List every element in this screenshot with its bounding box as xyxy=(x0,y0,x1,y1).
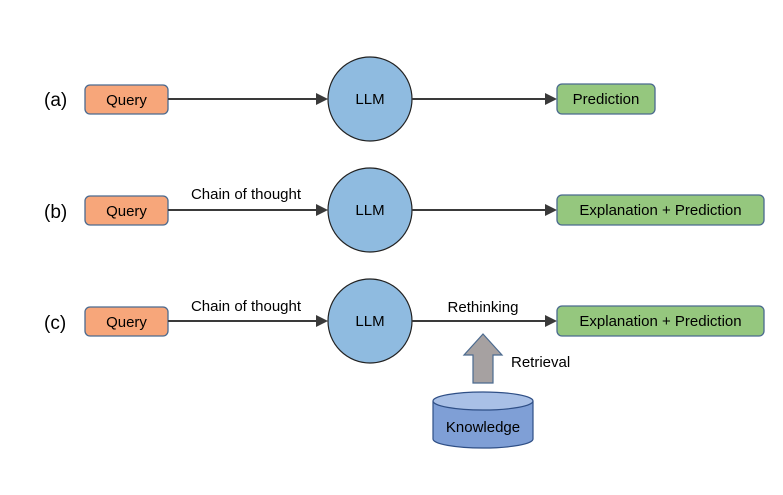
arrowhead-icon xyxy=(545,315,557,327)
llm-text-b: LLM xyxy=(355,202,384,219)
output-box-c xyxy=(556,305,765,337)
row-label-b: (b) xyxy=(44,202,67,223)
knowledge-label: Knowledge xyxy=(446,419,520,436)
row-a: (a) Query LLM Prediction xyxy=(44,56,656,142)
row-label-c: (c) xyxy=(44,313,66,334)
row-c: (c) Query Chain of thought LLM Rethinkin… xyxy=(44,278,765,449)
arrowhead-icon xyxy=(316,315,328,327)
query-text-c: Query xyxy=(106,314,147,331)
arrowhead-icon xyxy=(545,93,557,105)
edge-label-chain-of-thought-c: Chain of thought xyxy=(191,298,302,315)
knowledge-database-icon xyxy=(432,391,534,449)
retrieval-label: Retrieval xyxy=(511,354,570,371)
llm-text-a: LLM xyxy=(355,91,384,108)
arrowhead-icon xyxy=(316,93,328,105)
output-text-b: Explanation + Prediction xyxy=(579,202,741,219)
row-label-a: (a) xyxy=(44,90,67,111)
output-box-b xyxy=(556,194,765,226)
edge-label-chain-of-thought-b: Chain of thought xyxy=(191,186,302,203)
arrowhead-icon xyxy=(545,204,557,216)
output-box-a xyxy=(556,83,656,115)
output-text-c: Explanation + Prediction xyxy=(579,313,741,330)
edge-label-rethinking: Rethinking xyxy=(448,299,519,316)
arrowhead-icon xyxy=(316,204,328,216)
query-text-a: Query xyxy=(106,92,147,109)
retrieval-up-arrow-icon xyxy=(462,333,504,384)
llm-text-c: LLM xyxy=(355,313,384,330)
row-b: (b) Query Chain of thought LLM Explanati… xyxy=(44,167,765,253)
output-text-a: Prediction xyxy=(573,91,640,108)
query-text-b: Query xyxy=(106,203,147,220)
